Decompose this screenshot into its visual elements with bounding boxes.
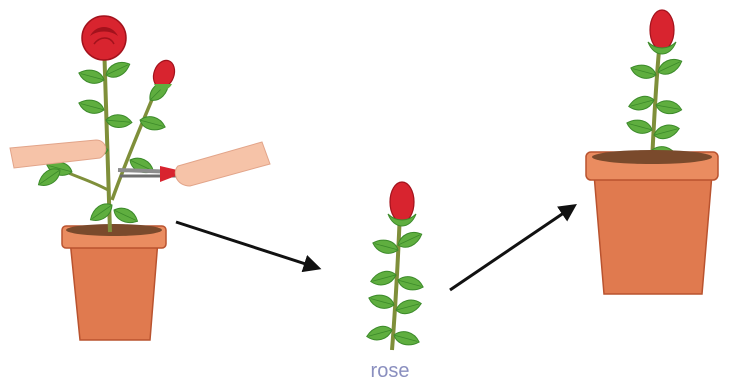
pot-right [586,150,718,294]
rose-bud-cutting [388,182,416,226]
arrow-to-new-pot [450,206,574,290]
rose-bud-left [150,57,178,90]
rose-stem-cutting [365,182,425,350]
rose-bud-potted [648,10,676,54]
rose-bloom [82,16,126,60]
hand-right-arm [175,142,270,186]
pot-left [62,224,166,340]
arrow-to-cutting [176,222,318,268]
caption-rose: rose [340,360,440,383]
potted-rose-cutting [586,10,718,294]
mature-rose-plant-being-cut [10,16,270,340]
